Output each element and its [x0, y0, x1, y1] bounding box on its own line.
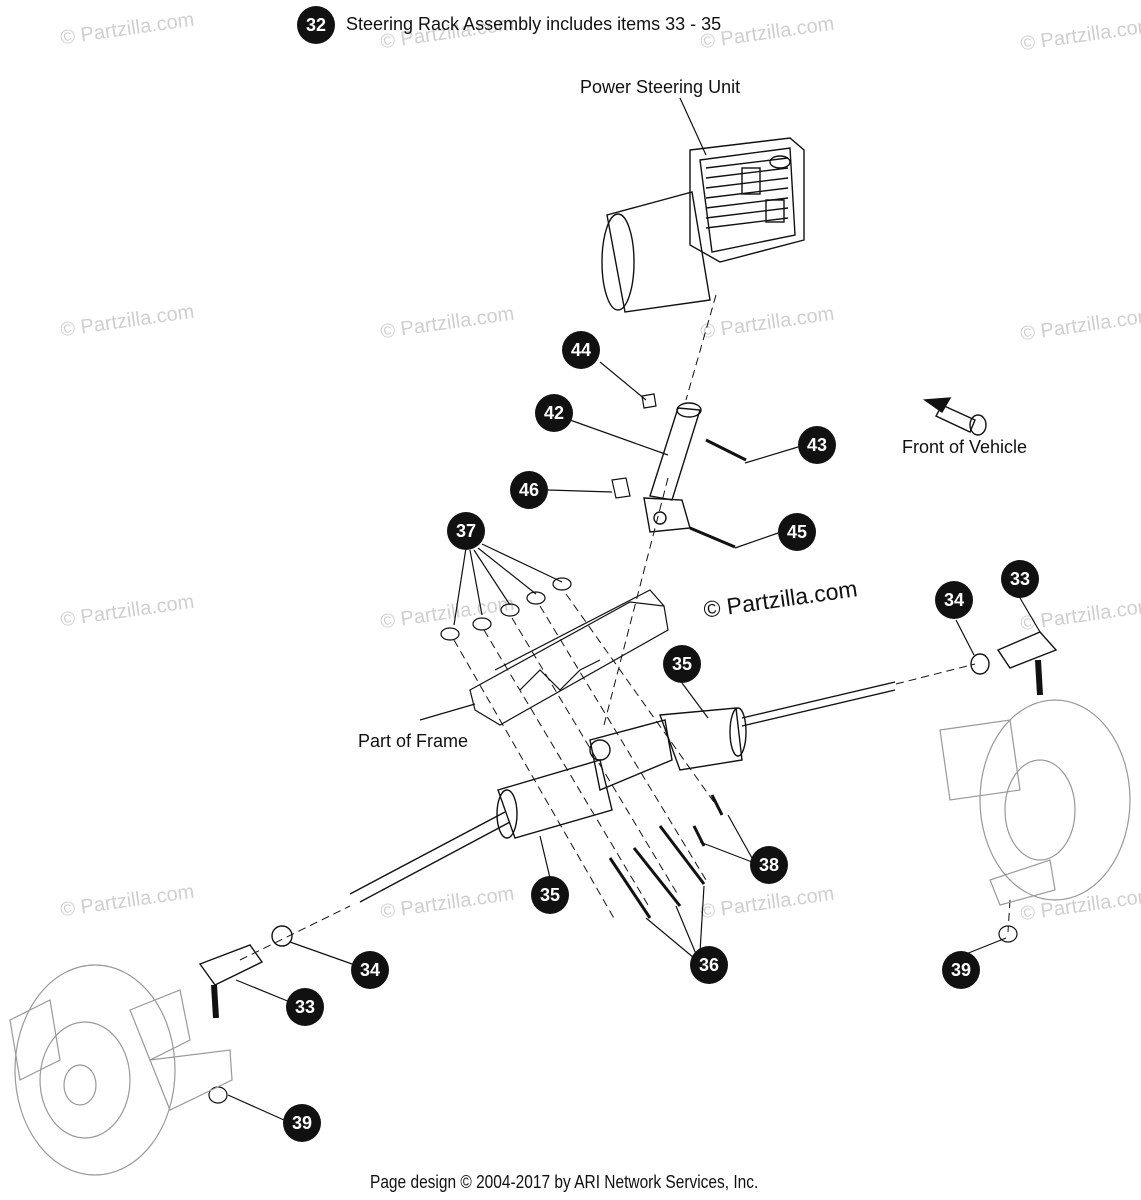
callout-39-right[interactable]: 39 — [942, 951, 980, 989]
callout-37[interactable]: 37 — [447, 512, 485, 550]
nut-39-right — [998, 925, 1018, 943]
bolt-45 — [689, 526, 736, 549]
leader-36b — [675, 905, 697, 955]
leader-45 — [734, 532, 779, 549]
frame-bracket — [469, 589, 669, 726]
leader-37a — [453, 547, 467, 626]
nut-46 — [611, 477, 631, 499]
leader-frame — [419, 703, 476, 721]
callout-35-bottom[interactable]: 35 — [531, 876, 569, 914]
leader-37b — [469, 549, 483, 616]
leader-37d — [477, 547, 537, 595]
leader-38b — [727, 814, 753, 859]
nut-37-group — [440, 577, 572, 641]
leader-34-right — [955, 619, 975, 656]
leader-37e — [481, 543, 563, 583]
nut-44 — [641, 393, 657, 409]
leader-33-right — [1019, 597, 1041, 633]
assembly-note: Steering Rack Assembly includes items 33… — [346, 14, 722, 34]
leader-35-bottom — [539, 835, 551, 879]
callout-33-left[interactable]: 33 — [286, 988, 324, 1026]
leader-33-left — [235, 979, 291, 1003]
leader-38a — [699, 841, 753, 863]
callout-46[interactable]: 46 — [510, 471, 548, 509]
leader-34-left — [289, 941, 353, 965]
callout-33-right[interactable]: 33 — [1001, 560, 1039, 598]
label-front-of-vehicle: Front of Vehicle — [902, 437, 1028, 457]
steering-rack — [349, 681, 896, 903]
leader-36c — [699, 885, 705, 953]
steering-shaft — [643, 402, 702, 533]
leader-46 — [547, 489, 613, 493]
callout-42[interactable]: 42 — [535, 394, 573, 432]
callout-32[interactable]: 32 — [297, 6, 335, 44]
label-power-steering-unit: Power Steering Unit — [580, 77, 741, 97]
callout-38[interactable]: 38 — [750, 846, 788, 884]
right-hub-assembly — [939, 699, 1131, 906]
callout-45[interactable]: 45 — [778, 513, 816, 551]
callout-43[interactable]: 43 — [798, 426, 836, 464]
leader-power-steering — [679, 97, 707, 156]
tie-rod-end-left — [198, 925, 293, 1019]
leader-43 — [744, 446, 799, 464]
power-steering-unit — [601, 137, 805, 313]
callout-39-left[interactable]: 39 — [283, 1104, 321, 1142]
callout-35-top[interactable]: 35 — [663, 645, 701, 683]
bolt-43 — [705, 438, 747, 462]
callout-34-right[interactable]: 34 — [935, 581, 973, 619]
label-part-of-frame: Part of Frame — [358, 731, 469, 751]
callout-34-left[interactable]: 34 — [351, 951, 389, 989]
left-hub-assembly — [9, 964, 233, 1176]
leader-37c — [473, 549, 511, 606]
leader-35-top — [681, 682, 709, 719]
leader-39-left — [227, 1094, 285, 1121]
tie-rod-end-right — [970, 631, 1058, 696]
leader-42 — [569, 419, 669, 456]
page-footer: Page design © 2004-2017 by ARI Network S… — [370, 1172, 759, 1192]
callout-44[interactable]: 44 — [562, 331, 600, 369]
front-of-vehicle-arrow — [923, 397, 987, 436]
callout-36[interactable]: 36 — [690, 946, 728, 984]
leader-44 — [599, 361, 647, 401]
leader-36a — [645, 917, 695, 959]
